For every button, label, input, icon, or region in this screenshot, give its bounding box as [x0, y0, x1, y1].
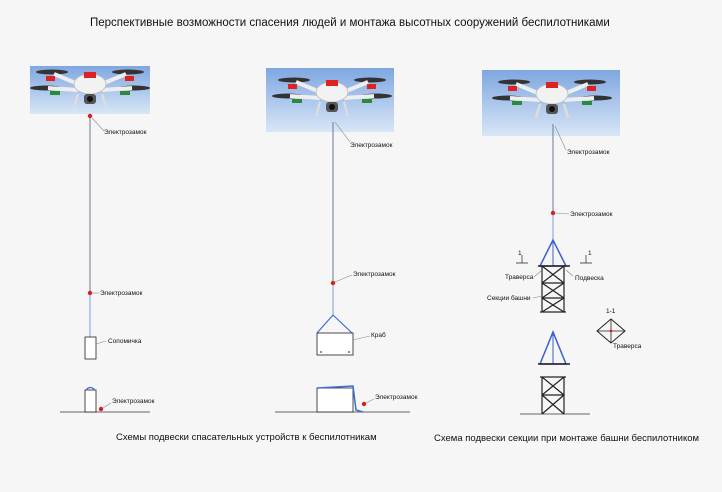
scheme-tower [482, 70, 625, 414]
electrolock-dot [88, 291, 92, 295]
caption-rescue: Схемы подвески спасательных устройств к … [116, 432, 377, 443]
scheme-stretcher [30, 66, 150, 412]
label-electrolock: Электрозамок [112, 398, 154, 405]
label-tower-sections: Секции башни [487, 295, 531, 302]
section-mark-label: 1 [518, 250, 522, 257]
stretcher-landed [85, 390, 96, 412]
electrolock-dot [362, 402, 366, 406]
label-suspension: Подвеска [575, 275, 604, 282]
electrolock-dot [331, 281, 335, 285]
electrolock-dot [99, 407, 103, 411]
label-electrolock: Электрозамок [570, 211, 612, 218]
label-electrolock: Электрозамок [567, 149, 609, 156]
tower-section-installed [540, 377, 566, 414]
section-1-1-symbol [597, 319, 625, 343]
label-electrolock: Электрозамок [375, 394, 417, 401]
electrolock-dot [551, 211, 555, 215]
tower-section-hanging [540, 266, 566, 312]
crab-landed [317, 388, 353, 412]
label-electrolock: Электрозамок [350, 142, 392, 149]
crab-container [317, 333, 353, 355]
label-stretcher: Сопомичка [108, 338, 142, 345]
label-section-1-1: 1-1 [606, 308, 615, 315]
label-traverse-right: Траверса [613, 343, 641, 350]
label-electrolock: Электрозамок [353, 271, 395, 278]
label-electrolock: Электрозамок [100, 290, 142, 297]
label-electrolock: Электрозамок [104, 129, 146, 136]
label-traverse: Траверса [505, 274, 533, 281]
scheme-crab [266, 68, 410, 412]
stretcher-capsule [85, 337, 96, 359]
caption-tower: Схема подвески секции при монтаже башни … [434, 433, 699, 444]
electrolock-dot [88, 114, 92, 118]
section-mark-label: 1 [588, 250, 592, 257]
label-crab: Краб [371, 332, 386, 339]
